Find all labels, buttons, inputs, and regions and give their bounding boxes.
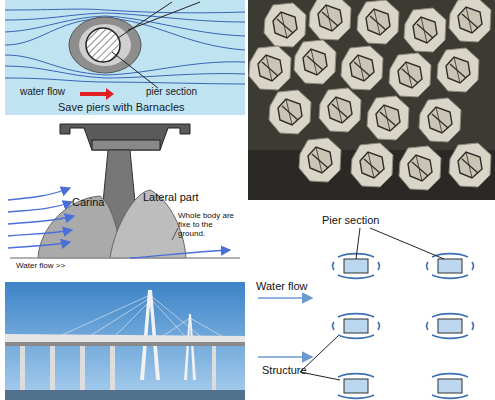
- text-label: pier section: [146, 86, 222, 97]
- text-label: Lateral part: [143, 191, 229, 203]
- text-label: water flow: [20, 86, 80, 97]
- barnacle-photo: [248, 0, 495, 200]
- pier-diagram: [5, 118, 245, 280]
- text-label: Whole body are fixe to the ground.: [178, 212, 242, 238]
- text-label: Pier section: [322, 214, 412, 226]
- text-label: Structure: [262, 364, 342, 376]
- text-label: Water flow: [256, 280, 336, 292]
- flow-panel: [5, 0, 245, 115]
- pier-array-diagram: [248, 205, 495, 400]
- text-label: Save piers with Barnacles: [58, 101, 228, 113]
- text-label: Carina: [72, 196, 116, 208]
- bridge-photo: [5, 282, 245, 400]
- text-label: Water flow >>: [16, 262, 106, 271]
